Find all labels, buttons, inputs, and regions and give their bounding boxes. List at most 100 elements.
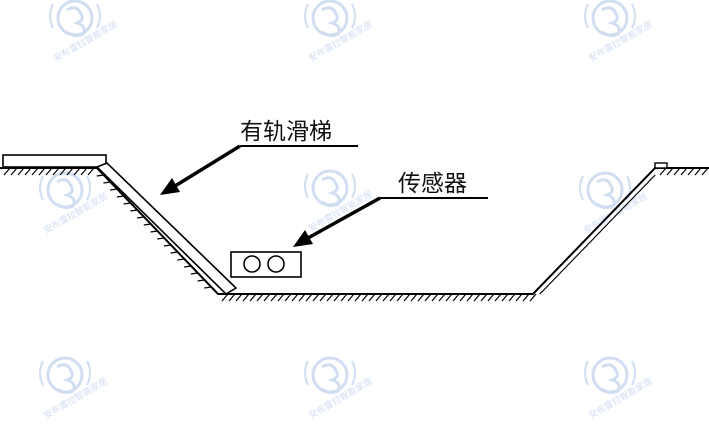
hatch-mark [641, 181, 649, 190]
hatch-mark [110, 188, 118, 191]
hatch-mark [256, 293, 264, 302]
hatch-mark [96, 174, 104, 177]
hatch-mark [130, 209, 138, 212]
watermark: 安布雷拉智能家居 [38, 356, 110, 421]
svg-text:安布雷拉智能家居: 安布雷拉智能家居 [306, 188, 374, 234]
hatch-mark [340, 293, 348, 302]
hatch-mark [438, 293, 446, 302]
watermark: 安布雷拉智能家居 [48, 0, 120, 64]
hatch-mark [508, 293, 516, 302]
hatch-mark [116, 195, 124, 198]
brand-logo-icon [583, 356, 637, 395]
watermark: 安布雷拉智能家居 [303, 169, 375, 234]
brand-logo-icon [38, 356, 92, 395]
hatch-mark [607, 216, 615, 225]
hatch-mark [424, 293, 432, 302]
hatch-mark [368, 293, 376, 302]
hatch-mark [45, 167, 53, 176]
svg-text:安布雷拉智能家居: 安布雷拉智能家居 [306, 375, 374, 421]
hatch-mark [228, 293, 236, 302]
hatch-mark [473, 293, 481, 302]
hatch-mark [466, 293, 474, 302]
hatch-mark [459, 293, 467, 302]
svg-text:安布雷拉智能家居: 安布雷拉智能家居 [306, 18, 374, 64]
hatch-mark [197, 279, 205, 282]
hatch-mark [291, 293, 299, 302]
hatch-mark [123, 202, 131, 205]
slide-leader [160, 144, 358, 195]
hatch-mark [80, 167, 88, 176]
hatch-mark [136, 216, 145, 219]
sensor-lens-right [267, 255, 285, 273]
hatch-mark [529, 293, 537, 302]
hatch-mark [593, 230, 602, 239]
hatch-mark [375, 293, 383, 302]
hatch-mark [10, 167, 18, 176]
hatch-mark [347, 293, 355, 302]
svg-text:安布雷拉智能家居: 安布雷拉智能家居 [41, 375, 109, 421]
hatch-mark [326, 293, 334, 302]
hatch-mark [312, 293, 320, 302]
hatch-mark [143, 223, 151, 226]
hatch-mark [694, 167, 702, 176]
hatch-mark [396, 293, 404, 302]
hatch-mark [170, 251, 178, 254]
hatch-mark [647, 174, 656, 183]
right-rim-marker [654, 162, 668, 169]
hatch-mark [163, 244, 172, 247]
hatch-mark [103, 181, 111, 184]
rail-slide [2, 154, 238, 296]
brand-logo-icon [38, 171, 92, 210]
arrow-head-icon [160, 178, 180, 195]
hatch-mark [3, 167, 11, 176]
hatch-mark [184, 265, 192, 268]
hatch-mark [673, 167, 681, 176]
hatch-mark [501, 293, 509, 302]
hatch-mark [263, 293, 271, 302]
hatch-mark [687, 167, 695, 176]
hatch-mark [190, 272, 198, 275]
arrow-head-icon [293, 230, 313, 247]
right-rim [654, 162, 668, 169]
hatch-mark [566, 258, 575, 267]
hatch-mark [515, 293, 523, 302]
hatch-mark [701, 167, 709, 176]
hatch-mark [235, 293, 243, 302]
hatch-mark [417, 293, 425, 302]
hatch-mark [66, 167, 74, 176]
hatch-mark [38, 167, 46, 176]
hatch-mark [73, 167, 81, 176]
hatch-mark [522, 293, 530, 302]
svg-text:安布雷拉智能家居: 安布雷拉智能家居 [41, 190, 109, 236]
sensor-leader [293, 196, 488, 247]
brand-logo-icon [583, 0, 637, 38]
hatch-mark [431, 293, 439, 302]
hatch-mark [480, 293, 488, 302]
svg-text:安布雷拉智能家居: 安布雷拉智能家居 [581, 190, 649, 236]
hatch-mark [659, 167, 667, 176]
hatch-mark [580, 244, 588, 253]
hatch-mark [600, 223, 609, 232]
hatch-mark [157, 237, 165, 240]
hatch-mark [52, 167, 60, 176]
sensor [230, 251, 302, 278]
hatch-mark [87, 167, 95, 176]
hatch-mark [204, 286, 212, 289]
hatch-mark [634, 188, 643, 197]
hatch-mark [452, 293, 460, 302]
watermark: 安布雷拉智能家居 [38, 171, 110, 236]
hatch-mark [680, 167, 688, 176]
hatch-mark [249, 293, 257, 302]
hatch-mark [361, 293, 369, 302]
hatch-mark [573, 251, 582, 260]
hatch-mark [487, 293, 495, 302]
sensor-lens-left [243, 255, 261, 273]
svg-text:安布雷拉智能家居: 安布雷拉智能家居 [51, 18, 119, 64]
hatch-mark [150, 230, 158, 233]
hatch-mark [177, 258, 185, 261]
hatch-mark [31, 167, 39, 176]
hatch-mark [666, 167, 674, 176]
hatch-mark [627, 195, 636, 204]
watermark: 安布雷拉智能家居 [583, 356, 655, 421]
hatch-mark [305, 293, 313, 302]
